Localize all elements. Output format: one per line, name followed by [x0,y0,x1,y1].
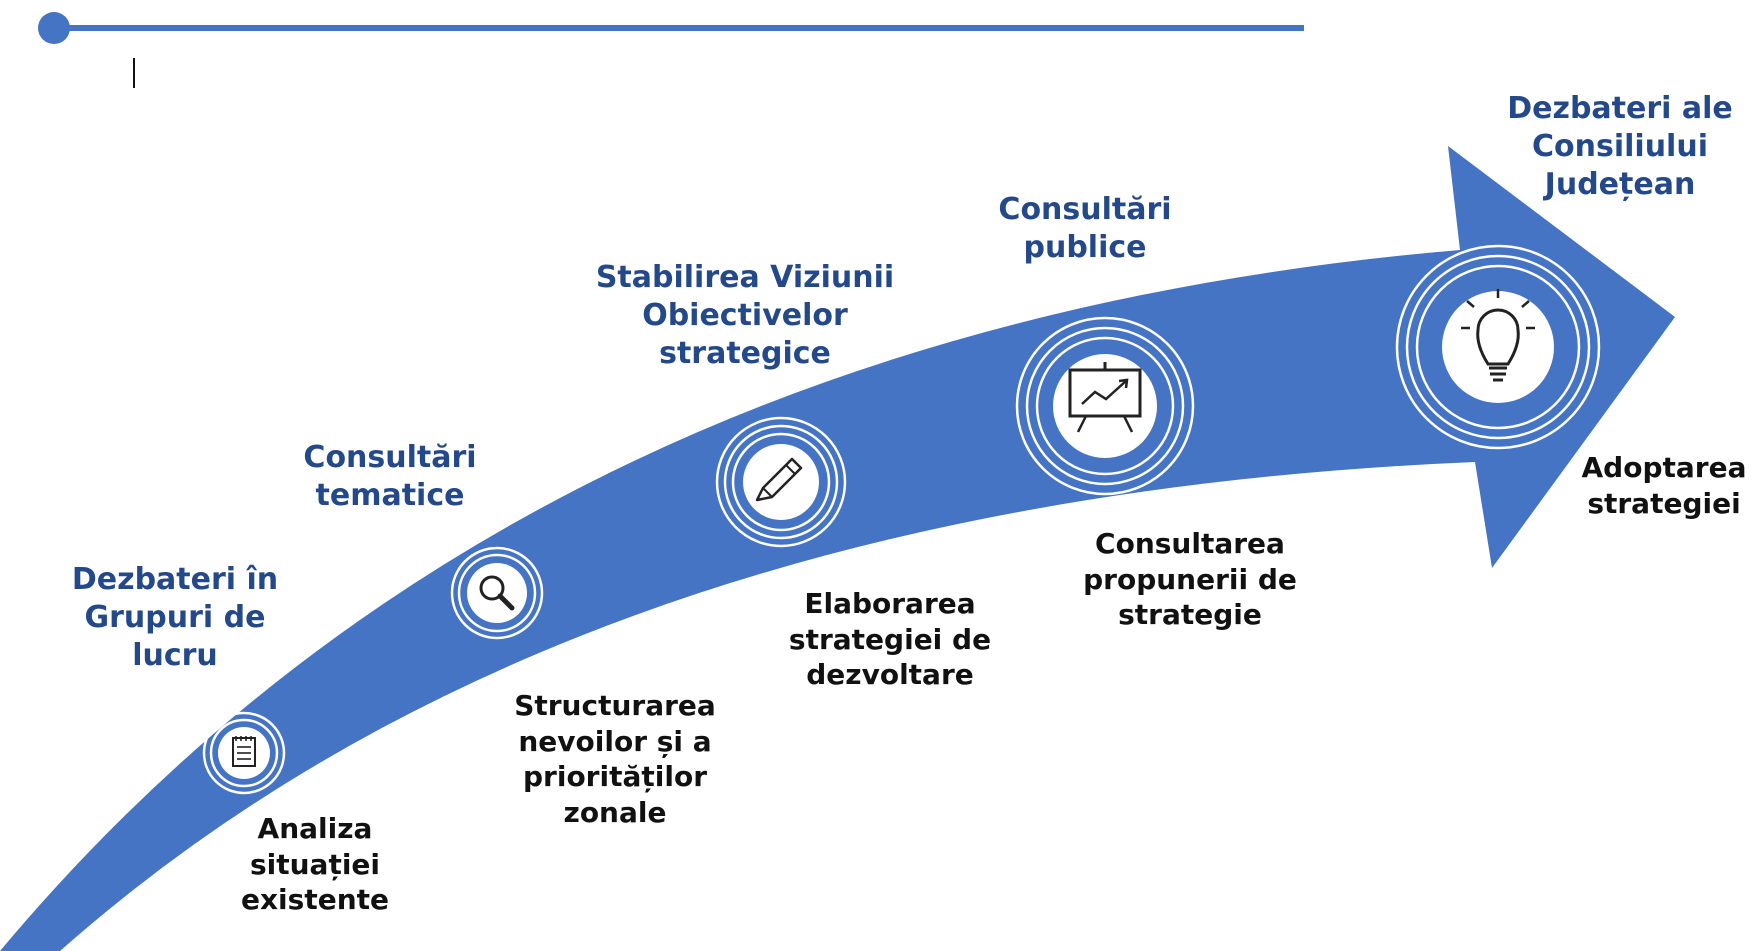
stage-3-top-label: Stabilirea Viziunii Obiectivelor strateg… [595,260,895,372]
presentation-board-icon [1068,362,1142,433]
header-dot [38,12,70,44]
stage-2-bottom-label: Structurarea nevoilor și a priorităților… [514,689,716,829]
stage-2-top-label: Consultări tematice [303,440,477,514]
stage-4-bottom-label: Consultarea propunerii de strategie [1083,527,1297,632]
stage-3-bottom-label: Elaborarea strategiei de dezvoltare [788,587,992,692]
stage-1-marker [202,711,286,795]
stage-2-marker [450,546,544,640]
magnifier-icon [479,575,515,611]
stage-5-marker [1395,244,1601,450]
stage-4-marker [1015,316,1195,496]
stage-3-marker [715,416,847,548]
stage-5-top-label: Dezbateri ale Consiliului Județean [1507,91,1733,203]
lightbulb-icon [1461,289,1535,382]
notepad-icon [232,736,256,767]
progress-arrow [0,146,1675,951]
stage-1-bottom-label: Analiza situației existente [241,812,389,917]
stage-5-bottom-label: Adoptarea strategiei [1581,451,1747,520]
stage-4-top-label: Consultări publice [998,192,1172,266]
pencil-icon [755,457,803,502]
stage-1-top-label: Dezbateri în Grupuri de lucru [71,562,279,674]
